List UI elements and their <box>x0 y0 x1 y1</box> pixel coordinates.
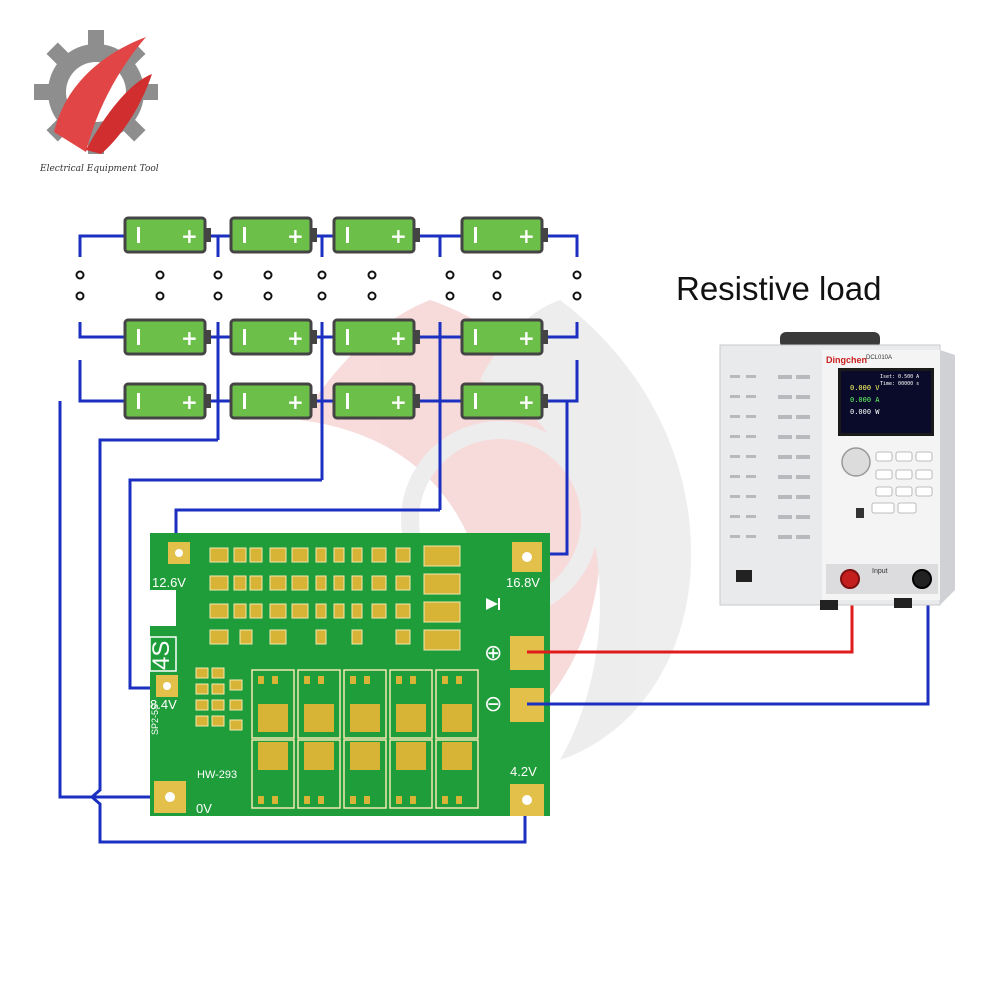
screen-set-current: Iset: 0.500 A <box>880 374 920 380</box>
battery-negative-mark <box>243 329 246 345</box>
battery-positive-mark: + <box>287 326 304 350</box>
diode-icon <box>486 598 500 610</box>
battery-cell: + <box>460 382 548 420</box>
label-8-4v: 8.4V <box>150 697 177 712</box>
battery-cell: + <box>123 382 211 420</box>
battery-negative-mark <box>474 393 477 409</box>
plus-symbol: ⊕ <box>484 641 502 666</box>
battery-negative-mark <box>474 329 477 345</box>
battery-positive-mark: + <box>518 224 535 248</box>
pad-4-2v <box>510 784 544 816</box>
black-terminal <box>912 569 932 589</box>
battery-positive-mark: + <box>181 326 198 350</box>
pad-16-8v <box>512 542 542 572</box>
battery-positive-mark: + <box>287 390 304 414</box>
battery-negative-mark <box>243 393 246 409</box>
board-model: HW-293 <box>197 769 238 781</box>
battery-cell: + <box>229 318 317 356</box>
series-label: 4S <box>148 640 175 670</box>
battery-cell: + <box>332 318 420 356</box>
screen-current: 0.000 A <box>850 396 880 404</box>
battery-positive-mark: + <box>518 326 535 350</box>
label-4-2v: 4.2V <box>510 764 537 779</box>
battery-negative-mark <box>137 393 140 409</box>
electronic-load-device <box>719 332 955 610</box>
battery-cell: + <box>332 216 420 254</box>
battery-negative-mark <box>137 227 140 243</box>
minus-symbol: ⊖ <box>484 692 502 717</box>
pad-0v <box>154 781 186 813</box>
bms-board <box>149 533 550 816</box>
rotary-knob <box>841 447 871 477</box>
battery-negative-mark <box>243 227 246 243</box>
board-code: SP2-5S <box>150 703 160 735</box>
negative-wire <box>527 585 930 706</box>
pad-8-4v <box>156 675 178 697</box>
battery-negative-mark <box>346 329 349 345</box>
label-16-8v: 16.8V <box>506 575 540 590</box>
battery-positive-mark: + <box>181 224 198 248</box>
positive-wire <box>527 585 854 654</box>
battery-cell: + <box>460 318 548 356</box>
red-terminal <box>840 569 860 589</box>
battery-negative-mark <box>137 329 140 345</box>
battery-cell: + <box>229 216 317 254</box>
battery-positive-mark: + <box>181 390 198 414</box>
screen-voltage: 0.000 V <box>850 384 880 392</box>
screen-time: Time: 00000 s <box>880 381 920 387</box>
label-12-6v: 12.6V <box>152 575 186 590</box>
load-model: DCL010A <box>866 355 893 361</box>
battery-positive-mark: + <box>390 390 407 414</box>
battery-negative-mark <box>474 227 477 243</box>
battery-cell: + <box>332 382 420 420</box>
battery-negative-mark <box>346 227 349 243</box>
pad-12-6v <box>168 542 190 564</box>
battery-cell: + <box>123 216 211 254</box>
battery-negative-mark <box>346 393 349 409</box>
load-brand: Dingchen <box>826 355 868 365</box>
load-title: Resistive load <box>676 270 882 307</box>
continuation-dots <box>75 270 582 301</box>
label-0v: 0V <box>196 801 212 816</box>
logo-text: Electrical Equipment Tool <box>40 164 159 174</box>
battery-cell: + <box>123 318 211 356</box>
battery-positive-mark: + <box>518 390 535 414</box>
battery-positive-mark: + <box>287 224 304 248</box>
battery-cell: + <box>460 216 548 254</box>
screen-power: 0.000 W <box>850 408 880 416</box>
battery-cell: + <box>229 382 317 420</box>
battery-positive-mark: + <box>390 326 407 350</box>
gear-logo-icon <box>34 30 158 154</box>
battery-grid: + + + + + + + + + + + + <box>123 216 548 420</box>
load-input-label: Input <box>872 568 888 575</box>
battery-positive-mark: + <box>390 224 407 248</box>
